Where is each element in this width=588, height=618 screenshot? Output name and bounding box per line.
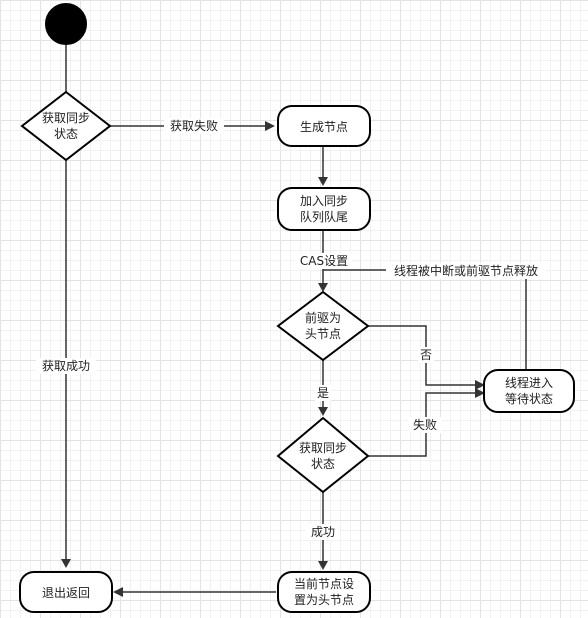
edge-label-yes: 是 [317,386,329,400]
edge-label-acquire-fail: 获取失败 [170,118,218,133]
edge-label-fail: 失败 [413,417,437,432]
edge-create-to-enqueue [318,146,328,186]
edge-label-cas-set: CAS设置 [300,254,348,268]
edge-label-no: 否 [420,348,432,362]
set-head-line2: 置为头节点 [294,593,354,607]
acquire-sync-state-decision: 获取同步 状态 [20,90,112,162]
predecessor-is-head-decision: 前驱为 头节点 [276,290,370,362]
enqueue-tail-line2: 队列队尾 [300,209,348,224]
predecessor-line1: 前驱为 [305,310,341,325]
acquire-sync-1-line1: 获取同步 [42,111,90,125]
create-node-step: 生成节点 [277,105,371,147]
exit-return-step: 退出返回 [19,571,113,613]
exit-return-label: 退出返回 [42,586,90,600]
set-head-line1: 当前节点设 [294,576,354,591]
predecessor-line2: 头节点 [305,327,341,341]
create-node-label: 生成节点 [300,120,348,134]
edge-label-acquire-success: 获取成功 [42,359,90,373]
thread-wait-line2: 等待状态 [505,392,553,406]
edge-label-interrupted-or-released: 线程被中断或前驱节点释放 [394,263,538,278]
thread-wait-step: 线程进入 等待状态 [483,369,575,413]
edge-sethead-to-exit [113,587,276,597]
acquire-sync-1-line2: 状态 [54,127,78,141]
thread-wait-line1: 线程进入 [505,375,553,390]
start-node [45,3,87,45]
acquire-sync-2-line1: 获取同步 [299,441,347,455]
set-head-step: 当前节点设 置为头节点 [277,571,371,613]
acquire-sync-2-line2: 状态 [311,457,335,471]
enqueue-tail-line1: 加入同步 [300,194,348,208]
edge-label-success: 成功 [311,525,335,539]
enqueue-tail-step: 加入同步 队列队尾 [277,187,371,231]
acquire-sync-state-decision-2: 获取同步 状态 [276,416,370,494]
